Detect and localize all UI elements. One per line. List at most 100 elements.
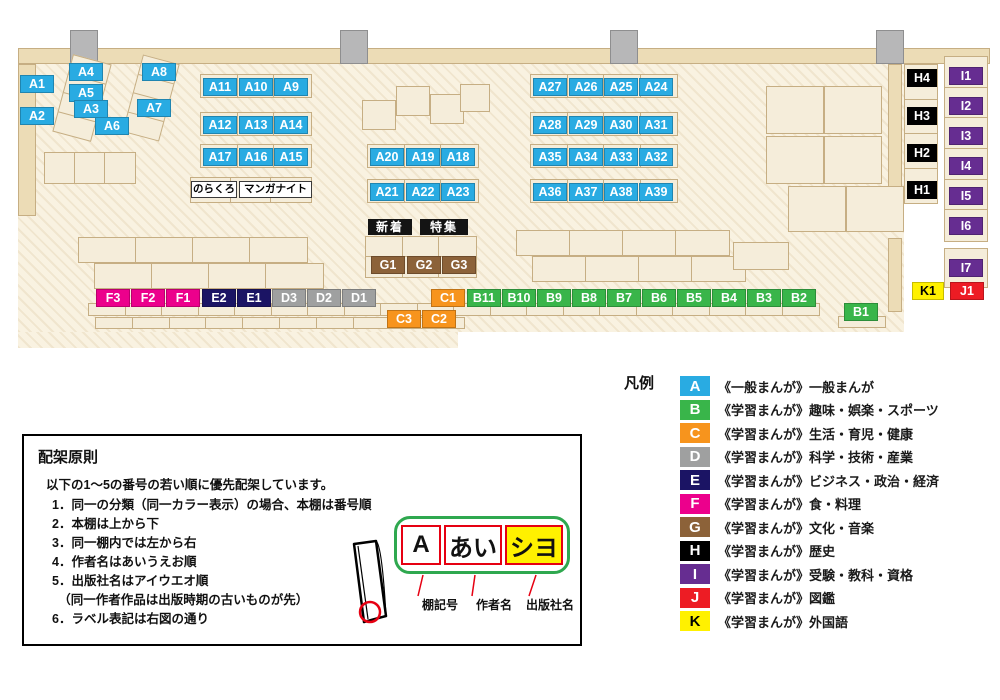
shelf-cell — [945, 88, 987, 119]
shelf-cell — [491, 304, 527, 315]
shelf-cell — [238, 145, 275, 167]
shelf-cell — [405, 180, 442, 202]
shelf-label-i7: I7 — [949, 259, 983, 277]
bookshelf — [78, 237, 308, 263]
shelf-cell — [454, 304, 491, 315]
shelf-label-b5: B5 — [677, 289, 711, 307]
shelf-cell — [533, 257, 586, 281]
shelf-cell — [418, 304, 454, 315]
shelf-label-a10: A10 — [239, 78, 273, 96]
wall — [18, 48, 990, 64]
shelf-label-a11: A11 — [203, 78, 237, 96]
shelf-label-a15: A15 — [274, 148, 308, 166]
label-example-box: A — [401, 525, 441, 565]
shelf-label-e2: E2 — [202, 289, 236, 307]
shelf-label-a16: A16 — [239, 148, 273, 166]
shelf-label-i6: I6 — [949, 217, 983, 235]
shelf-label-d3: D3 — [272, 289, 306, 307]
bookshelf — [733, 242, 789, 270]
shelf-label-h1: H1 — [907, 181, 937, 199]
legend-item-h: H《学習まんが》歴史 — [680, 540, 939, 561]
bookshelf — [44, 152, 136, 184]
shelf-cell — [600, 304, 637, 315]
shelf-label-a18: A18 — [441, 148, 475, 166]
legend-series: 《学習まんが》 — [718, 614, 810, 630]
shelf-label-a21: A21 — [370, 183, 404, 201]
shelf-label-d1: D1 — [342, 289, 376, 307]
shelf-cell — [945, 57, 987, 88]
shelf-cell — [767, 87, 823, 133]
shelf-cell — [368, 145, 405, 167]
shelf-cell — [75, 153, 105, 183]
shelf-cell — [193, 238, 250, 262]
wall — [18, 64, 36, 216]
legend-category: 受験・教科・資格 — [809, 567, 914, 583]
bookshelf — [532, 256, 746, 282]
shelf-label-h4: H4 — [907, 69, 937, 87]
shelf-cell — [905, 100, 937, 134]
shelf-cell — [45, 153, 75, 183]
shelf-cell — [381, 304, 418, 315]
shelf-cell — [170, 318, 207, 328]
shelf-label-a12: A12 — [203, 116, 237, 134]
shelf-cell — [517, 231, 570, 255]
legend-series: 《学習まんが》 — [718, 497, 810, 512]
shelf-label-c1: C1 — [431, 289, 465, 307]
shelf-cell — [439, 237, 476, 257]
legend-series: 《学習まんが》 — [718, 567, 810, 583]
shelf-label-c2: C2 — [422, 310, 456, 328]
shelf-label-a29: A29 — [569, 116, 603, 134]
shelf-label-b2: B2 — [782, 289, 816, 307]
shelf-cell — [789, 187, 845, 231]
shelf-cell — [136, 238, 193, 262]
bookshelf — [788, 186, 846, 232]
shelf-label-a33: A33 — [604, 148, 638, 166]
shelf-cell — [368, 180, 405, 202]
shelf-cell — [235, 304, 272, 315]
shelf-cell — [250, 238, 307, 262]
shelf-cell — [238, 75, 275, 97]
bookshelf — [516, 230, 730, 256]
shelf-cell — [308, 304, 345, 315]
shelf-cell — [89, 304, 126, 315]
shelf-cell — [767, 137, 823, 183]
bookshelf — [824, 86, 882, 134]
shelf-cell — [945, 180, 987, 211]
shelf-label-a26: A26 — [569, 78, 603, 96]
pillar — [610, 30, 638, 64]
callout-label: 出版社名 — [526, 598, 575, 612]
legend-series: 《学習まんが》 — [718, 544, 810, 559]
shelf-cell — [461, 85, 489, 111]
shelf-label-b6: B6 — [642, 289, 676, 307]
bookshelf — [846, 186, 904, 232]
legend-category: 図鑑 — [809, 591, 836, 606]
shelf-cell — [568, 180, 604, 202]
bookshelf — [824, 136, 882, 184]
principles-item: 1．同一の分類（同一カラー表示）の場合、本棚は番号順 — [52, 498, 372, 512]
shelf-cell — [201, 113, 238, 135]
wall — [888, 238, 902, 312]
shelf-label-a20: A20 — [370, 148, 404, 166]
shelf-label-a7: A7 — [137, 99, 171, 117]
shelf-label-a28: A28 — [533, 116, 567, 134]
shelf-cell — [676, 231, 729, 255]
shelf-label-a22: A22 — [406, 183, 440, 201]
legend-color-box: E — [680, 470, 710, 490]
shelf-label-g1: G1 — [371, 256, 405, 274]
shelf-cell — [825, 137, 881, 183]
principles-item: 6．ラベル表記は右図の通り — [52, 612, 209, 626]
shelf-cell — [586, 257, 639, 281]
shelf-cell — [199, 304, 235, 315]
principles-item: 3．同一棚内では左から右 — [52, 536, 197, 550]
callout-lines — [417, 574, 537, 597]
legend-color-box: C — [680, 423, 710, 443]
bookshelf — [460, 84, 490, 112]
shelf-cell — [280, 318, 317, 328]
bookshelf — [362, 100, 396, 130]
shelf-cell — [105, 153, 135, 183]
principles-intro: 以下の1～5の番号の若い順に優先配架しています。 — [46, 478, 334, 492]
